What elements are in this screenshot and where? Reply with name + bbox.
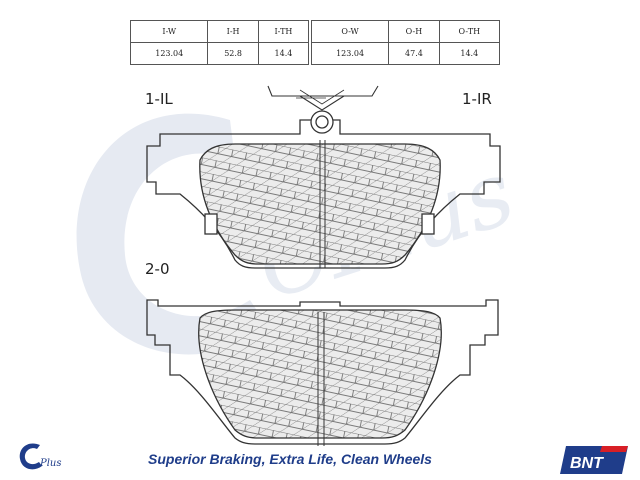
bnt-logo-text: BNT bbox=[570, 455, 604, 472]
outer-width-header: O-W bbox=[310, 20, 390, 43]
outer-thickness-value: 14.4 bbox=[438, 42, 501, 65]
outer-thickness-header: O-TH bbox=[438, 20, 501, 43]
label-inner-left: 1-IL bbox=[145, 90, 173, 108]
cplus-logo-sub: Plus bbox=[39, 458, 62, 469]
outer-width-value: 123.04 bbox=[310, 42, 390, 65]
label-outer: 2-0 bbox=[145, 260, 170, 278]
spring-clip bbox=[267, 85, 379, 111]
inner-width-header: I-W bbox=[129, 20, 209, 43]
inner-thickness-header: I-TH bbox=[257, 20, 310, 43]
inner-thickness-value: 14.4 bbox=[257, 42, 310, 65]
outer-friction-material bbox=[198, 309, 442, 439]
inner-shim-left bbox=[204, 213, 218, 235]
cplus-logo: Plus bbox=[19, 443, 62, 470]
label-inner-right: 1-IR bbox=[462, 90, 492, 108]
inner-width-value: 123.04 bbox=[129, 42, 209, 65]
outer-pad bbox=[146, 299, 499, 446]
dimension-value-row: 123.04 52.8 14.4 123.04 47.4 14.4 bbox=[129, 42, 501, 65]
cplus-logo-mark bbox=[19, 443, 42, 470]
inner-pad bbox=[146, 85, 501, 269]
inner-height-header: I-H bbox=[207, 20, 259, 43]
outer-backing-plate bbox=[146, 299, 499, 445]
outer-height-value: 47.4 bbox=[388, 42, 440, 65]
dimension-header-row: I-W I-H I-TH O-W O-H O-TH bbox=[129, 20, 501, 43]
inner-height-value: 52.8 bbox=[207, 42, 259, 65]
dimension-table: I-W I-H I-TH O-W O-H O-TH 123.04 52.8 14… bbox=[129, 20, 501, 65]
bnt-logo: BNT bbox=[560, 446, 628, 474]
outer-height-header: O-H bbox=[388, 20, 440, 43]
tagline: Superior Braking, Extra Life, Clean Whee… bbox=[148, 451, 432, 467]
inner-shim-right bbox=[421, 213, 435, 235]
